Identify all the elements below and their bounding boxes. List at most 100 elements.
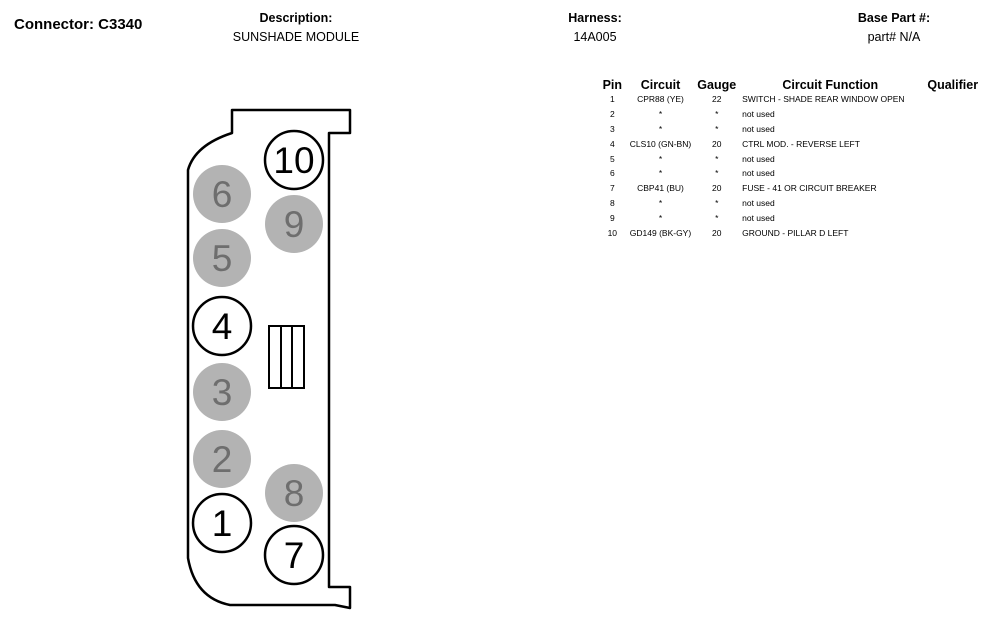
description-block: Description: SUNSHADE MODULE — [196, 11, 396, 44]
row-pin: 5 — [609, 153, 615, 164]
table-row: 9 * * not used — [598, 210, 984, 225]
pin-cavity: 1 — [191, 492, 253, 554]
row-gauge: 22 — [712, 94, 722, 105]
row-qualifier — [921, 136, 984, 151]
row-gauge: * — [715, 212, 719, 223]
header-pin: Pin — [602, 77, 623, 92]
pin-number: 9 — [284, 204, 305, 245]
row-circuit-function: not used — [742, 123, 775, 134]
pin-circle — [193, 229, 251, 287]
row-circuit-function: GROUND - PILLAR D LEFT — [742, 227, 849, 238]
pin-number: 5 — [212, 238, 233, 279]
row-circuit: * — [658, 123, 663, 134]
description-label: Description: — [259, 11, 333, 25]
pin-circle — [191, 492, 253, 554]
row-circuit-function: SWITCH - SHADE REAR WINDOW OPEN — [742, 94, 905, 105]
row-circuit-function: not used — [742, 153, 775, 164]
pin-cavity: 10 — [263, 129, 325, 191]
pin-cavities: 6 5 4 3 2 1 10 9 8 7 — [191, 129, 325, 586]
pin-circle — [263, 524, 325, 586]
pin-circle — [263, 129, 325, 191]
row-pin: 9 — [609, 212, 615, 223]
header-qualifier: Qualifier — [927, 77, 979, 92]
pin-cavity: 5 — [193, 229, 251, 287]
row-circuit-function: not used — [742, 197, 775, 208]
harness-label: Harness: — [568, 11, 622, 25]
pin-cavity: 9 — [265, 195, 323, 253]
pin-circle — [265, 464, 323, 522]
row-gauge: * — [715, 197, 719, 208]
pin-cavity: 6 — [193, 165, 251, 223]
row-pin: 6 — [609, 168, 615, 179]
row-qualifier — [921, 122, 984, 137]
row-pin: 10 — [607, 227, 618, 238]
row-circuit-function: not used — [742, 109, 775, 120]
pin-cavity: 7 — [263, 524, 325, 586]
pin-table-header: Pin Circuit Gauge Circuit Function Quali… — [598, 77, 984, 92]
row-circuit-function: FUSE - 41 OR CIRCUIT BREAKER — [742, 183, 877, 194]
pin-number: 6 — [212, 174, 233, 215]
row-circuit: * — [658, 212, 663, 223]
connector-title: Connector: C3340 — [14, 16, 143, 33]
table-row: 2**not used — [598, 107, 984, 122]
row-circuit: * — [658, 168, 663, 179]
table-row: 8 * * not used — [598, 196, 984, 211]
table-row: 7 CBP41 (BU) 20 FUSE - 41 OR CIRCUIT BREAKE… — [598, 181, 984, 196]
pin-number: 2 — [212, 439, 233, 480]
row-gauge: 20 — [712, 183, 722, 194]
row-qualifier — [921, 166, 984, 181]
pin-number: 8 — [284, 473, 305, 514]
row-circuit: * — [658, 197, 663, 208]
row-qualifier — [921, 225, 984, 240]
row-pin: 7 — [609, 183, 615, 194]
table-row: 6 * * not used — [598, 166, 984, 181]
row-qualifier — [921, 210, 984, 225]
row-qualifier — [921, 107, 984, 122]
pin-number: 10 — [273, 140, 314, 181]
pin-cavity: 2 — [193, 430, 251, 488]
row-circuit: GD149 (BK-GY) — [629, 227, 692, 238]
row-qualifier — [921, 196, 984, 211]
base-part-block: Base Part #: part# N/A — [834, 11, 954, 44]
header-circuit: Circuit — [640, 77, 681, 92]
connector-diagram: 6 5 4 3 2 1 10 9 8 7 — [186, 108, 352, 610]
pin-number: 4 — [212, 306, 233, 347]
row-gauge: * — [715, 168, 719, 179]
table-row: 3 * * not used — [598, 122, 984, 137]
row-qualifier — [921, 181, 984, 196]
pin-circle — [265, 195, 323, 253]
row-circuit-function: not used — [742, 212, 775, 223]
row-circuit: CLS10 (GN-BN) — [629, 138, 692, 149]
row-pin: 8 — [609, 197, 615, 208]
row-gauge: 20 — [712, 227, 722, 238]
row-gauge: * — [715, 123, 719, 134]
row-gauge: 20 — [712, 138, 722, 149]
row-pin: 3 — [609, 123, 615, 134]
table-row: 5**not used — [598, 151, 984, 166]
pin-circle — [193, 430, 251, 488]
table-row: 10 GD149 (BK-GY) 20 GROUND - PILLAR D LEFT — [598, 225, 984, 240]
row-circuit: * — [658, 109, 663, 120]
row-pin: 2 — [609, 109, 615, 120]
table-row: 4 CLS10 (GN-BN) 20 CTRL MOD. - REVERSE LEFT — [598, 136, 984, 151]
row-gauge: * — [715, 153, 719, 164]
row-pin: 4 — [609, 138, 615, 149]
harness-value: 14A005 — [573, 30, 617, 44]
base-part-value: part# N/A — [867, 30, 921, 44]
harness-block: Harness: 14A005 — [535, 11, 655, 44]
row-circuit-function: CTRL MOD. - REVERSE LEFT — [742, 138, 860, 149]
pin-cavity: 4 — [191, 295, 253, 357]
row-qualifier — [921, 92, 984, 107]
description-value: SUNSHADE MODULE — [232, 30, 360, 44]
header-circuit-function: Circuit Function — [782, 77, 879, 92]
header-gauge: Gauge — [697, 77, 737, 92]
row-circuit-function: not used — [742, 168, 775, 179]
latch-icon — [268, 325, 305, 389]
row-qualifier — [921, 151, 984, 166]
row-pin: 1 — [609, 94, 615, 105]
row-circuit: CBP41 (BU) — [637, 183, 684, 194]
pin-cavity: 3 — [193, 363, 251, 421]
pin-circle — [191, 295, 253, 357]
pin-circle — [193, 363, 251, 421]
